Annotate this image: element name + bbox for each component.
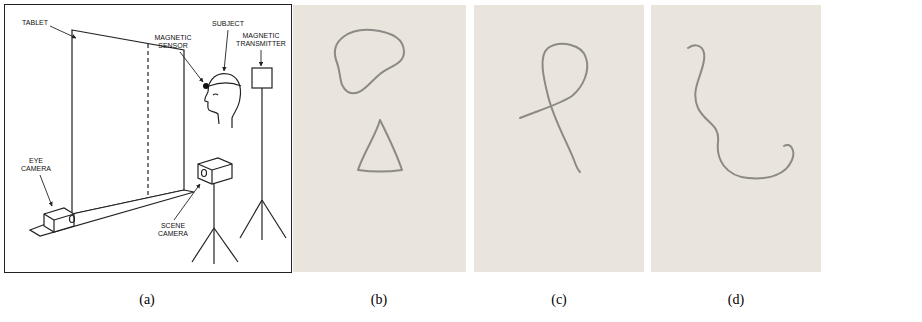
drawn-stroke (520, 44, 587, 172)
leader-arrows (40, 26, 261, 220)
drawn-stroke (335, 30, 404, 172)
photo-panel (293, 5, 466, 272)
part-label: EYE CAMERA (14, 157, 58, 173)
part-label: SUBJECT (206, 20, 250, 28)
drawn-stroke (688, 45, 793, 178)
sensor-dot (203, 83, 209, 89)
part-label: MAGNETIC SENSOR (150, 34, 196, 50)
panel-caption: (a) (107, 292, 187, 308)
part-label: SCENE CAMERA (150, 222, 196, 238)
part-label: TABLET (14, 19, 56, 27)
panel-frame (5, 5, 292, 273)
photo-panel (651, 5, 821, 272)
part-label: MAGNETIC TRANSMITTER (232, 32, 290, 48)
setup-sketch (30, 30, 286, 264)
panel-caption: (c) (519, 292, 599, 308)
photo-panel (474, 5, 644, 272)
panel-caption: (d) (696, 292, 776, 308)
panel-caption: (b) (339, 292, 419, 308)
